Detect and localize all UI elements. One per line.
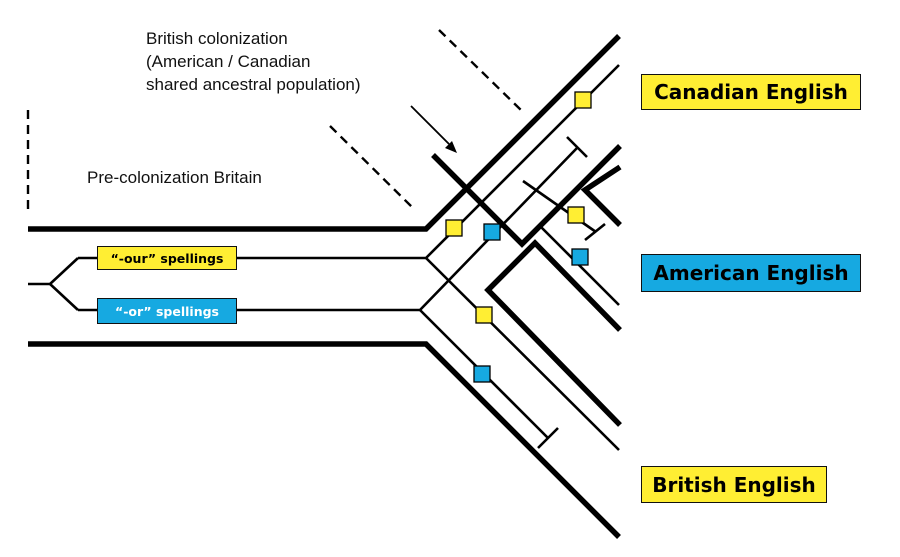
or-spellings-label: “-or” spellings	[97, 298, 237, 324]
marker-or-2	[571, 248, 589, 266]
border-bottom	[28, 341, 621, 539]
marker-our-1	[574, 91, 592, 109]
american-english-label: American English	[641, 254, 861, 292]
border-american-british-split	[484, 239, 622, 427]
border-top	[28, 34, 621, 232]
british-english-label: British English	[641, 466, 827, 503]
colonization-arrow	[410, 105, 457, 153]
marker-our-4	[475, 306, 493, 324]
lineage-canadian-end-tick	[584, 222, 606, 242]
population-borders	[28, 34, 622, 539]
marker-or-1	[483, 223, 501, 241]
root-fork	[48, 257, 79, 311]
border-american-canadian-split	[431, 144, 622, 248]
lineage-or-end-tick	[566, 136, 588, 158]
time-marks	[26, 29, 524, 213]
pre-colonization-label: Pre-colonization Britain	[87, 168, 262, 187]
border-canadian-inner	[580, 164, 622, 227]
marker-our-3	[567, 206, 585, 224]
lineage-british-end-tick	[537, 427, 559, 449]
dash-colonization-high	[438, 29, 524, 113]
marker-our-2	[445, 219, 463, 237]
dash-colonization-low	[329, 125, 416, 211]
colonization-title: British colonization	[146, 29, 288, 48]
marker-or-3	[473, 365, 491, 383]
colonization-description: (American / Canadian shared ancestral po…	[146, 52, 361, 94]
trait-markers	[445, 91, 592, 383]
canadian-english-label: Canadian English	[641, 74, 861, 110]
arrow-head-icon	[445, 141, 457, 153]
lineage-our-to-british	[425, 257, 620, 451]
our-spellings-label: “-our” spellings	[97, 246, 237, 270]
